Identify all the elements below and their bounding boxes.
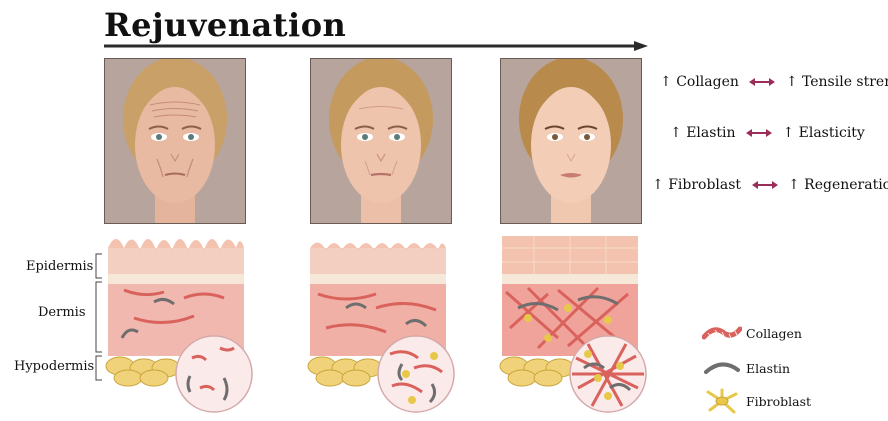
property-collagen: ↑ Collagen ↑ Tensile strength (660, 74, 888, 90)
property-elastin: ↑ Elastin ↑ Elasticity (670, 125, 865, 141)
up-arrow-icon: ↑ (786, 74, 798, 90)
fibroblast-icon (704, 388, 740, 414)
skin-section-aged (104, 228, 254, 418)
collagen-icon (702, 323, 742, 343)
property-left-label: Fibroblast (668, 177, 741, 193)
up-arrow-icon: ↑ (660, 74, 672, 90)
diagram-title: Rejuvenation (104, 6, 346, 44)
property-right-label: Tensile strength (802, 74, 888, 90)
layer-label-dermis: Dermis (38, 305, 86, 320)
face-middle (310, 58, 452, 224)
legend-label-collagen: Collagen (746, 326, 802, 341)
legend-label-elastin: Elastin (746, 361, 790, 376)
face-aged (104, 58, 246, 224)
property-fibroblast: ↑ Fibroblast ↑ Regeneration (652, 177, 888, 193)
skin-section-middle (306, 228, 456, 418)
double-arrow-icon (752, 180, 778, 190)
legend-label-fibroblast: Fibroblast (746, 394, 811, 409)
double-arrow-icon (749, 77, 775, 87)
property-left-label: Collagen (676, 74, 739, 90)
layer-label-hypodermis: Hypodermis (14, 359, 94, 374)
elastin-icon (704, 360, 740, 376)
layer-brackets (90, 252, 104, 384)
double-arrow-icon (746, 128, 772, 138)
up-arrow-icon: ↑ (782, 125, 794, 141)
property-right-label: Elasticity (799, 125, 865, 141)
progression-arrow (104, 40, 649, 52)
up-arrow-icon: ↑ (670, 125, 682, 141)
skin-section-young (498, 228, 648, 418)
property-left-label: Elastin (686, 125, 735, 141)
face-young (500, 58, 642, 224)
layer-label-epidermis: Epidermis (26, 259, 93, 274)
up-arrow-icon: ↑ (652, 177, 664, 193)
up-arrow-icon: ↑ (788, 177, 800, 193)
property-right-label: Regeneration (804, 177, 888, 193)
